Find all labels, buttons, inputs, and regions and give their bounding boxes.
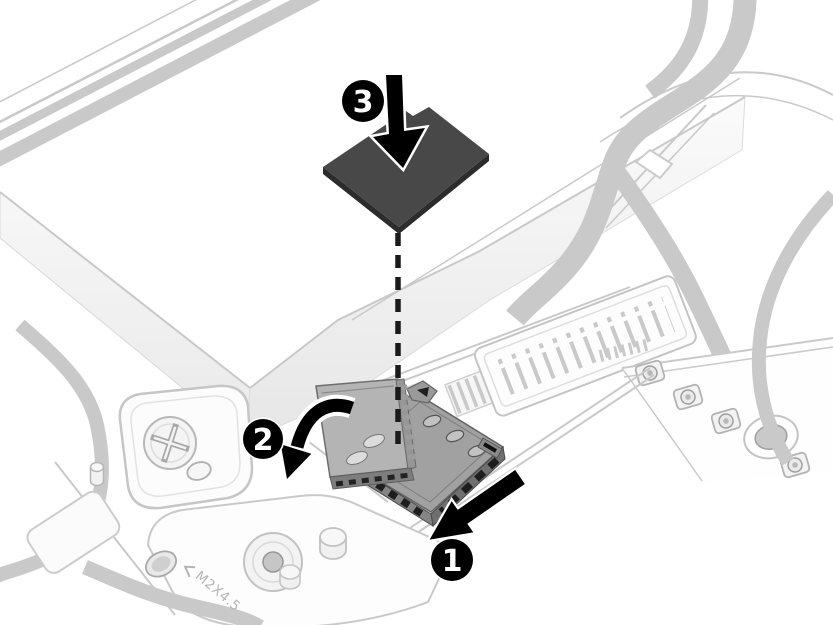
callout-3-badge bbox=[340, 78, 386, 124]
board-pins bbox=[598, 338, 652, 362]
base-deck bbox=[82, 367, 655, 625]
contact-bumps bbox=[422, 414, 487, 458]
callout-1-label: 1 bbox=[442, 544, 463, 579]
bracket-hole bbox=[186, 461, 212, 481]
screw-bracket bbox=[118, 384, 254, 510]
callout-3-label: 3 bbox=[353, 85, 374, 120]
standoff-post bbox=[319, 527, 347, 560]
step3-callout: 3 bbox=[340, 72, 430, 173]
cable-harness-left bbox=[0, 319, 176, 616]
phillips-cross-icon bbox=[150, 423, 190, 463]
chassis-streaks bbox=[0, 0, 321, 167]
foam-pad bbox=[26, 490, 121, 574]
step1-callout: 1 bbox=[425, 466, 528, 583]
callout-2-badge bbox=[241, 417, 285, 461]
slide-in-arrow-icon bbox=[425, 466, 528, 543]
wwan-module bbox=[598, 190, 833, 482]
insert-down-arrow-icon bbox=[367, 72, 430, 173]
door-slot bbox=[363, 433, 385, 449]
zif-pins bbox=[500, 305, 676, 395]
hex-hole bbox=[144, 550, 178, 578]
door-slot bbox=[346, 450, 368, 466]
standoff-post bbox=[279, 564, 301, 590]
zif-connector bbox=[444, 275, 697, 418]
coax-connector bbox=[672, 383, 704, 411]
rotate-open-arrow-icon bbox=[290, 398, 355, 449]
callout-1-badge bbox=[429, 537, 475, 583]
connector-door bbox=[315, 378, 417, 490]
sim-connector bbox=[295, 378, 506, 528]
end-cap bbox=[477, 437, 503, 459]
sim-card-edge bbox=[323, 154, 489, 234]
screw-leader-icon bbox=[183, 565, 196, 578]
connector-tab bbox=[406, 380, 438, 404]
coax-connector bbox=[710, 407, 742, 435]
callout-2-label: 2 bbox=[253, 423, 274, 458]
phillips-screw bbox=[143, 416, 197, 470]
step2-callout: 2 bbox=[241, 394, 356, 489]
zif-body bbox=[473, 275, 697, 417]
cable-clip bbox=[634, 148, 674, 180]
standoff-post bbox=[89, 461, 105, 487]
